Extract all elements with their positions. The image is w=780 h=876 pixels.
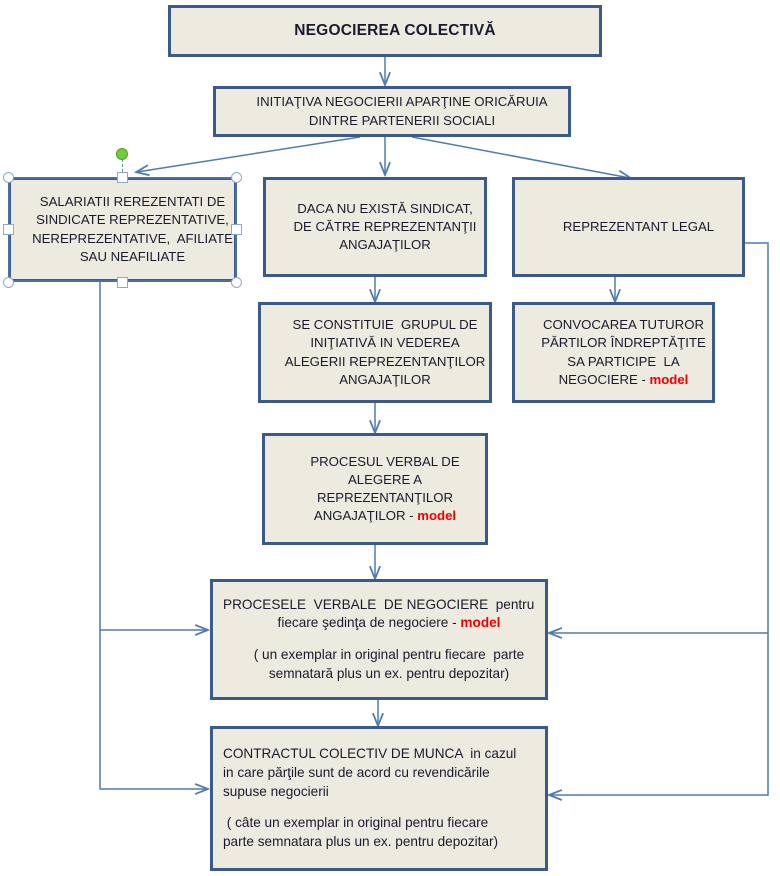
resize-handle-bottom-right[interactable] — [231, 277, 242, 288]
procesulverbal-line-1: PROCESUL VERBAL DE — [310, 453, 460, 469]
procesulverbal-line-4-pre: ANGAJAŢILOR - — [313, 508, 418, 524]
salariatii-line-4: SAU NEAFILIATE — [79, 248, 186, 264]
dacanu-line-1: DACA NU EXISTĂ SINDICAT, — [297, 200, 473, 216]
procesulverbal-line-2: ALEGERE A — [347, 471, 423, 487]
contractul-line-5: parte semnatara plus un ex. pentru depoz… — [223, 834, 499, 850]
node-daca-nu-exista-sindicat[interactable]: DACA NU EXISTĂ SINDICAT, DE CĂTRE REPREZ… — [263, 177, 487, 277]
reprezentant-line-1: REPREZENTANT LEGAL — [562, 218, 715, 234]
resize-handle-bottom-center[interactable] — [117, 277, 128, 288]
node-salariatii-reprezentati[interactable]: SALARIATII REREZENTATI DE SINDICATE REPR… — [8, 177, 237, 282]
proceseleverbale-line-1: PROCESELE VERBALE DE NEGOCIERE pentru — [223, 596, 535, 612]
convocarea-line-2: PĂRTILOR ÎNDREPTĂŢITE — [541, 335, 706, 351]
salariatii-line-1: SALARIATII REREZENTATI DE — [39, 194, 226, 210]
node-procesele-verbale-negociere[interactable]: PROCESELE VERBALE DE NEGOCIERE pentru fi… — [210, 579, 548, 700]
resize-handle-top-left[interactable] — [3, 172, 14, 183]
contractul-line-2: in care părţile sunt de acord cu revendi… — [223, 764, 490, 780]
convocarea-line-4-pre: NEGOCIERE - — [558, 371, 650, 387]
seconstituie-line-4: ANGAJAŢILOR — [339, 371, 431, 387]
contractul-line-1: CONTRACTUL COLECTIV DE MUNCA in cazul — [223, 746, 517, 762]
salariatii-line-2: SINDICATE REPREZENTATIVE, — [36, 212, 229, 228]
initiativa-line-1: INITIAŢIVA NEGOCIERII APARŢINE ORICĂRUIA — [256, 94, 548, 110]
seconstituie-line-3: ALEGERII REPREZENTANŢILOR — [284, 353, 486, 369]
contractul-line-3: supuse negocierii — [223, 783, 329, 799]
node-convocarea-tuturor-partilor[interactable]: CONVOCAREA TUTUROR PĂRTILOR ÎNDREPTĂŢITE… — [512, 302, 715, 403]
procesulverbal-line-3: REPREZENTANŢILOR — [316, 490, 454, 505]
rotation-stem — [122, 159, 123, 177]
node-contractul-colectiv-munca[interactable]: CONTRACTUL COLECTIV DE MUNCA in cazul in… — [210, 726, 548, 871]
resize-handle-bottom-left[interactable] — [3, 277, 14, 288]
proceseleverbale-line-4: semnatară plus un ex. pentru depozitar) — [268, 665, 510, 681]
convocarea-line-1: CONVOCAREA TUTUROR — [543, 317, 704, 333]
node-se-constituie-grupul[interactable]: SE CONSTITUIE GRUPUL DE INIŢIATIVĂ IN VE… — [258, 302, 492, 403]
convocarea-model-label: model — [649, 371, 689, 387]
edge-reprezentant-contractul — [550, 633, 769, 795]
proceseleverbale-line-2: fiecare şedinţa de negociere - model — [213, 614, 565, 633]
resize-handle-top-center[interactable] — [117, 172, 128, 183]
node-reprezentant-legal[interactable]: REPREZENTANT LEGAL — [512, 177, 745, 277]
node-initiativa-negocierii[interactable]: INITIAŢIVA NEGOCIERII APARŢINE ORICĂRUIA… — [213, 86, 571, 137]
resize-handle-middle-left[interactable] — [3, 224, 14, 235]
node-procesul-verbal-alegere[interactable]: PROCESUL VERBAL DE ALEGERE A REPREZENTAN… — [262, 433, 488, 545]
proceseleverbale-line-2-pre: fiecare şedinţa de negociere - — [277, 615, 461, 631]
seconstituie-line-1: SE CONSTITUIE GRUPUL DE — [292, 317, 478, 333]
rotate-handle[interactable] — [116, 148, 128, 160]
edge-salariatii-proceseleverbale — [99, 282, 207, 630]
dacanu-line-3: ANGAJAŢILOR — [339, 237, 431, 253]
contractul-spacer — [213, 801, 545, 814]
dacanu-line-2: DE CĂTRE REPREZENTANŢII — [293, 218, 477, 234]
proceseleverbale-line-3: ( un exemplar in original pentru fiecare… — [253, 647, 525, 662]
contractul-line-4: ( câte un exemplar in original pentru fi… — [223, 815, 489, 831]
seconstituie-line-2: INIŢIATIVĂ IN VEDEREA — [310, 335, 460, 351]
convocarea-line-4: NEGOCIERE - model — [515, 371, 732, 389]
procesulverbal-model-label: model — [417, 508, 457, 524]
proceseleverbale-spacer — [213, 633, 545, 646]
convocarea-line-3: SA PARTICIPE LA — [567, 353, 680, 369]
proceseleverbale-model-label: model — [460, 615, 501, 631]
edge-salariatii-contractul — [99, 630, 207, 789]
resize-handle-middle-right[interactable] — [231, 224, 242, 235]
edge-initiativa-reprezentant — [411, 136, 630, 178]
initiativa-line-2: DINTRE PARTENERII SOCIALI — [308, 112, 496, 128]
edge-initiativa-salariatii — [137, 136, 361, 172]
procesulverbal-line-4: ANGAJAŢILOR - model — [265, 507, 505, 525]
node-negocierea-colectiva[interactable]: NEGOCIEREA COLECTIVĂ — [168, 5, 602, 57]
node-title-text: NEGOCIEREA COLECTIVĂ — [294, 22, 496, 40]
salariatii-line-3: NEREPREZENTATIVE, AFILIATE — [32, 230, 233, 246]
resize-handle-top-right[interactable] — [231, 172, 242, 183]
